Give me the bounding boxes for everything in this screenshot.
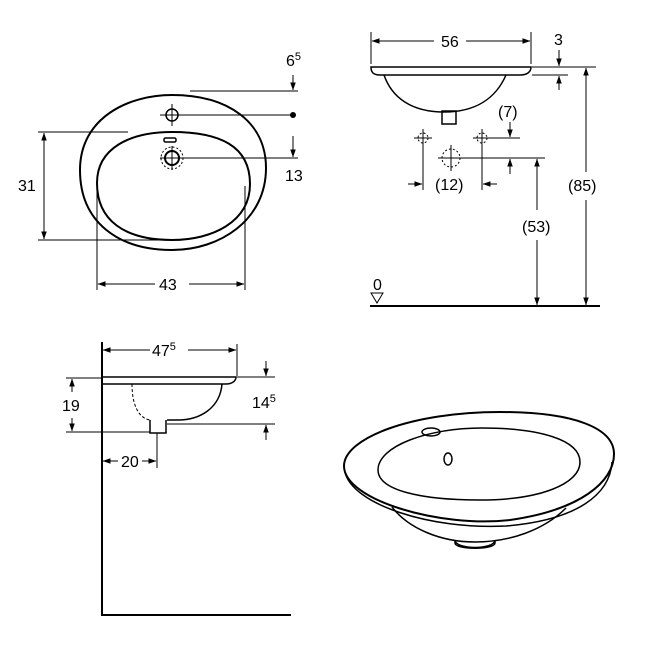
section-view: 475 19 145 20 bbox=[62, 341, 291, 616]
dim-tap-offset: 65 bbox=[184, 51, 301, 118]
drain bbox=[160, 146, 184, 170]
side-view: 56 3 (7) bbox=[370, 32, 600, 307]
dim-section-height-label: 145 bbox=[252, 393, 276, 412]
dim-section-height: 145 bbox=[167, 361, 276, 440]
supply-connection-left bbox=[414, 129, 432, 147]
dim-overflow: 13 bbox=[184, 136, 303, 185]
top-view: 65 13 31 43 bbox=[18, 51, 303, 294]
perspective-view bbox=[342, 410, 616, 549]
basin-section-profile bbox=[101, 376, 237, 385]
tap-hole bbox=[160, 104, 184, 126]
dim-side-width: 56 bbox=[370, 32, 532, 64]
basin-side-waste bbox=[441, 110, 457, 125]
dim-waste-spacing-label: (12) bbox=[435, 177, 463, 194]
perspective-waste bbox=[454, 539, 496, 549]
supply-connection-right bbox=[473, 129, 491, 147]
basin-section-waste bbox=[149, 420, 167, 434]
dim-section-wall: 20 bbox=[102, 433, 158, 471]
dim-waste-height: (53) bbox=[462, 157, 550, 306]
dim-section-wall-label: 20 bbox=[121, 454, 139, 471]
perspective-tap-hole bbox=[421, 427, 441, 437]
basin-section-bowl-hidden bbox=[131, 383, 151, 421]
dim-basin-width-label: 43 bbox=[159, 277, 177, 294]
dim-section-depth: 19 bbox=[62, 377, 150, 433]
dim-rim: 3 bbox=[532, 32, 596, 90]
dim-rim-label: 3 bbox=[554, 32, 563, 49]
dim-side-width-label: 56 bbox=[441, 34, 459, 51]
floor-line: 0 bbox=[370, 277, 600, 307]
overflow-slot bbox=[163, 137, 177, 143]
basin-outer-rim bbox=[78, 93, 268, 252]
basin-section-bowl bbox=[167, 383, 223, 421]
perspective-outer-rim bbox=[342, 410, 616, 523]
dim-section-depth-label: 19 bbox=[62, 398, 80, 415]
waste-connection bbox=[438, 145, 464, 171]
perspective-overflow bbox=[443, 452, 453, 466]
basin-side-bowl bbox=[383, 74, 507, 113]
dim-basin-width: 43 bbox=[96, 186, 246, 294]
dim-rim-height: (85) bbox=[568, 67, 596, 306]
dim-rim-height-label: (85) bbox=[568, 178, 596, 195]
dim-depth-label: 31 bbox=[18, 178, 36, 195]
basin-side-profile bbox=[370, 66, 532, 76]
dim-section-width: 475 bbox=[102, 341, 238, 376]
wall-line bbox=[101, 342, 291, 616]
dim-waste-spacing: (12) bbox=[408, 147, 497, 194]
dim-section-width-label: 475 bbox=[152, 341, 176, 360]
dim-waste-drop-label: (7) bbox=[498, 104, 518, 121]
dim-depth: 31 bbox=[18, 131, 165, 241]
perspective-edge-depth bbox=[344, 461, 613, 528]
perspective-underside bbox=[391, 506, 567, 543]
dim-waste-height-label: (53) bbox=[522, 219, 550, 236]
basin-inner-bowl bbox=[95, 130, 252, 242]
floor-label: 0 bbox=[373, 277, 382, 294]
perspective-inner-bowl bbox=[377, 427, 581, 501]
dim-overflow-label: 13 bbox=[285, 168, 303, 185]
dim-tap-offset-label: 65 bbox=[286, 51, 301, 70]
dim-waste-drop: (7) bbox=[490, 104, 520, 174]
